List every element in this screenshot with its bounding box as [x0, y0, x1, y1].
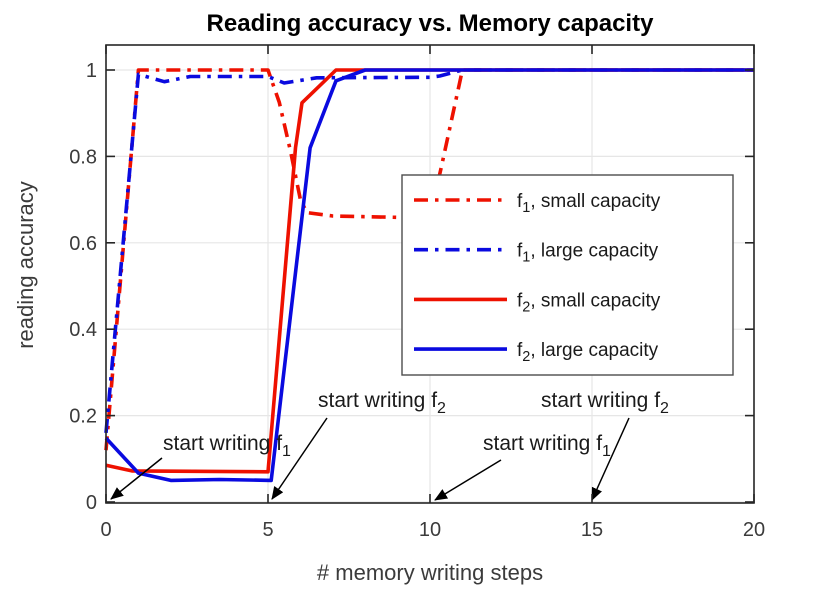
annotation-label: start writing f2: [318, 389, 446, 417]
series-f2-small-capacity: [105, 68, 754, 474]
legend: f1, small capacity f1, large capacity f2, …: [401, 174, 734, 376]
y-tick-label: 0.2: [69, 406, 97, 428]
y-tick-label: 0.8: [69, 146, 97, 168]
y-tick-label: 0.4: [69, 319, 97, 341]
x-tick-label: 5: [262, 519, 273, 541]
y-tick-label: 1: [86, 60, 97, 82]
annotation-start-writing-f1: start writing f1: [434, 432, 611, 501]
legend-item-f1-small-capacity: f1, small capacity: [414, 191, 661, 216]
legend-item-label: f1, small capacity: [517, 191, 661, 216]
annotation-label: start writing f1: [483, 432, 611, 460]
tick-label-layer: 0 5 10 15 20 0 0.2 0.4 0.6 0.8 1: [69, 60, 765, 541]
series-f1-small-capacity: [104, 68, 754, 451]
legend-item-label: f2, small capacity: [517, 290, 661, 315]
x-tick-label: 20: [743, 519, 765, 541]
x-tick-label: 10: [419, 519, 441, 541]
x-axis-label: # memory writing steps: [317, 560, 543, 585]
legend-item-f2-small-capacity: f2, small capacity: [414, 290, 661, 315]
y-tick-label: 0: [86, 492, 97, 514]
y-axis-label: reading accuracy: [13, 181, 38, 349]
annotation-start-writing-f2: start writing f2: [271, 389, 446, 500]
annotation-label: start writing f1: [163, 432, 291, 460]
annotation-arrow: [271, 417, 328, 500]
legend-item-label: f1, large capacity: [517, 241, 659, 266]
annotation-arrow: [434, 459, 502, 501]
chart-title: Reading accuracy vs. Memory capacity: [207, 10, 655, 37]
legend-item-f2-large-capacity: f2, large capacity: [414, 340, 659, 365]
annotation-start-writing-f1: start writing f1: [110, 432, 291, 500]
legend-item-label: f2, large capacity: [517, 340, 659, 365]
y-tick-label: 0.6: [69, 233, 97, 255]
axes-layer: [105, 44, 755, 504]
legend-box: [401, 174, 734, 376]
series-layer: [104, 68, 754, 483]
annotation-arrow: [110, 457, 163, 500]
series-f2-large-capacity: [104, 68, 754, 483]
legend-item-f1-large-capacity: f1, large capacity: [414, 241, 659, 266]
annotation-label: start writing f2: [541, 389, 669, 417]
annotation-arrow: [591, 417, 630, 501]
annotation-start-writing-f2: start writing f2: [541, 389, 669, 501]
annotation-layer: start writing f1 start writing f2 start wr…: [110, 389, 669, 501]
x-tick-label: 0: [100, 519, 111, 541]
series-f1-large-capacity: [104, 68, 754, 434]
x-tick-label: 15: [581, 519, 603, 541]
